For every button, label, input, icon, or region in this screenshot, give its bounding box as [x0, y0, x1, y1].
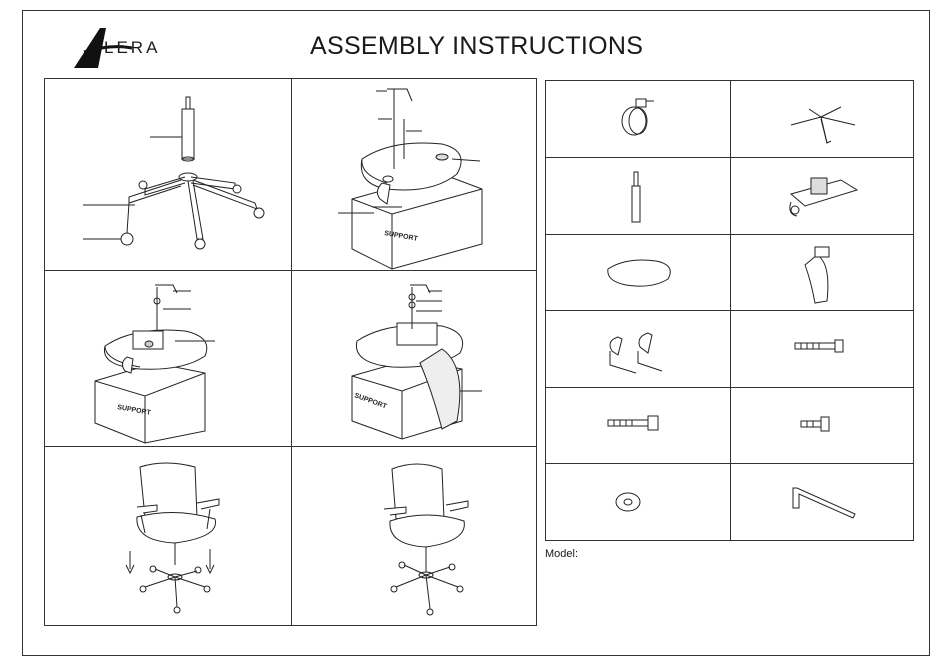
- part-long-bolt-icon: [731, 311, 914, 387]
- step-4-install-backrest: SUPPORT: [292, 271, 537, 446]
- part-medium-bolt-icon: [546, 388, 730, 463]
- step-2-attach-mechanism: SUPPORT: [292, 79, 537, 270]
- part-caster-icon: [546, 81, 730, 157]
- step-6-completed-chair: [292, 447, 537, 625]
- parts-list: [545, 80, 914, 541]
- part-short-bolt-icon: [731, 388, 914, 463]
- part-armrests-icon: [546, 311, 730, 387]
- assembly-steps: SUPPORT SUPPORT: [44, 78, 537, 626]
- part-mechanism-icon: [731, 158, 914, 234]
- brand-name: LERA: [104, 38, 160, 58]
- step-1-base-assembly: [45, 79, 291, 270]
- page-title: ASSEMBLY INSTRUCTIONS: [310, 32, 643, 61]
- part-base-icon: [731, 81, 914, 157]
- part-backrest-icon: [731, 235, 914, 310]
- part-allen-key-icon: [731, 464, 914, 540]
- step-5-insert-into-base: [45, 447, 291, 625]
- model-label: Model:: [545, 548, 578, 560]
- part-seat-icon: [546, 235, 730, 310]
- step-3-attach-back-bracket: SUPPORT: [45, 271, 291, 446]
- part-gas-cylinder-icon: [546, 158, 730, 234]
- part-washer-icon: [546, 464, 730, 540]
